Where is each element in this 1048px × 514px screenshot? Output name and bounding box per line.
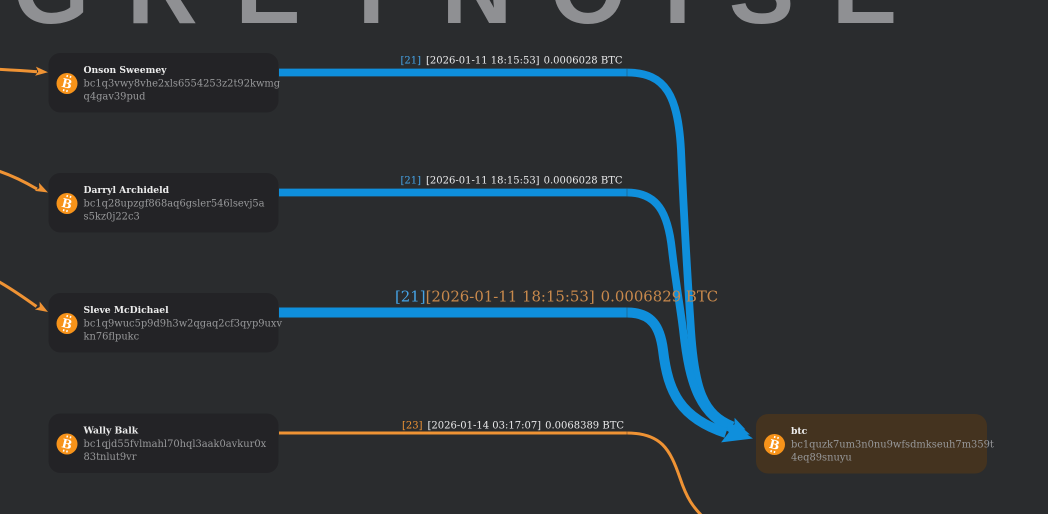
edge-2-label-timestamp: [2026-01-11 18:15:53] xyxy=(426,176,540,187)
bitcoin-icon-glyph: B xyxy=(60,316,73,332)
bitcoin-icon-circle xyxy=(56,313,78,334)
incoming-edge-2-arrowhead-icon xyxy=(34,182,48,193)
node-address-line2: 83tnlut9vr xyxy=(84,452,137,463)
node-address-line1: bc1qjd55fvlmahl70hql3aak0avkur0x xyxy=(84,439,267,450)
node-darryl-archideld[interactable]: B Darryl Archideld bc1q28upzgf868aq6gsle… xyxy=(48,173,279,233)
edge-4-label: [23] [2026-01-14 03:17:07]0.0068389 BTC xyxy=(402,421,624,432)
incoming-edge-1-line[interactable] xyxy=(0,67,38,74)
incoming-edge-2-line[interactable] xyxy=(0,169,38,191)
edge-1-line[interactable] xyxy=(279,68,735,430)
edge-layer xyxy=(0,66,753,514)
node-onson-sweemey[interactable]: B Onson Sweemey bc1q3vwy8vhe2xls6554253z… xyxy=(48,53,281,113)
edge-2-label: [21] [2026-01-11 18:15:53] 0.0006028 BTC xyxy=(401,176,623,187)
edge-3-label-amount: 0.0006829 BTC xyxy=(601,288,719,306)
node-address-line1: bc1q3vwy8vhe2xls6554253z2t92kwmg xyxy=(84,79,281,90)
edge-2-label-amount: 0.0006028 BTC xyxy=(544,176,623,187)
bitcoin-icon-circle xyxy=(764,434,785,455)
edge-3-label-ref: [21] xyxy=(395,288,426,306)
node-address-line1: bc1q9wuc5p9d9h3w2qgaq2cf3qyp9uxv xyxy=(84,319,283,330)
node-label: Onson Sweemey xyxy=(84,65,168,76)
edge-4-label-amount: 0.0068389 BTC xyxy=(545,421,624,432)
edge-4[interactable] xyxy=(279,431,704,514)
edge-3-arrowhead-icon xyxy=(721,420,753,443)
incoming-edge-3-arrowhead-icon xyxy=(34,301,48,312)
node-wally-balk[interactable]: B Wally Balk bc1qjd55fvlmahl70hql3aak0av… xyxy=(48,413,279,474)
node-address-line1: bc1quzk7um3n0nu9wfsdmkseuh7m359t xyxy=(791,440,994,451)
edge-4-label-timestamp: [2026-01-14 03:17:07] xyxy=(428,421,542,432)
node-card[interactable] xyxy=(48,413,279,474)
node-address-line2: kn76flpukc xyxy=(84,332,140,343)
edge-1-label-timestamp: [2026-01-11 18:15:53] xyxy=(426,56,540,67)
edge-4-line[interactable] xyxy=(279,431,704,514)
node-address-line2: q4gav39pud xyxy=(84,92,147,103)
node-address-line1: bc1q28upzgf868aq6gsler546lsevj5a xyxy=(84,199,265,210)
edge-3-label-timestamp: [2026-01-11 18:15:53] xyxy=(426,288,595,306)
node-address-line2: s5kz0j22c3 xyxy=(84,212,140,223)
edge-1-label-ref: [21] xyxy=(401,56,422,67)
bitcoin-icon: B xyxy=(56,193,78,214)
incoming-edge-3[interactable] xyxy=(0,279,48,312)
edge-2-label-ref: [21] xyxy=(401,176,422,187)
node-card[interactable] xyxy=(756,414,987,474)
incoming-edge-2[interactable] xyxy=(0,169,48,193)
edge-3-label-highlighted: [21][2026-01-11 18:15:53] 0.0006829 BTC xyxy=(395,288,718,306)
node-label: btc xyxy=(791,426,808,437)
watermark-text: GREYNOISE xyxy=(13,0,935,44)
edge-1-label-amount: 0.0006028 BTC xyxy=(544,56,623,67)
node-label: Darryl Archideld xyxy=(84,185,170,196)
node-address-line2: 4eq89snuyu xyxy=(791,453,852,464)
edge-4-label-ref: [23] xyxy=(402,421,423,432)
incoming-edge-1-arrowhead-icon xyxy=(35,66,48,76)
edge-1-label: [21] [2026-01-11 18:15:53] 0.0006028 BTC xyxy=(401,56,623,67)
node-card[interactable] xyxy=(48,173,279,233)
bitcoin-icon-glyph: B xyxy=(60,436,73,452)
bitcoin-icon: B xyxy=(56,73,78,94)
node-btc-selected[interactable]: B btc bc1quzk7um3n0nu9wfsdmkseuh7m359t 4… xyxy=(756,414,994,474)
edge-2-line[interactable] xyxy=(279,188,738,435)
bitcoin-icon-glyph: B xyxy=(60,196,73,212)
node-label: Wally Balk xyxy=(83,425,139,436)
bitcoin-icon: B xyxy=(56,433,78,455)
bitcoin-icon-circle xyxy=(56,433,78,455)
bitcoin-icon-glyph: B xyxy=(768,437,781,453)
edge-3-line[interactable] xyxy=(279,307,728,438)
bitcoin-icon: B xyxy=(56,313,78,334)
bitcoin-icon-circle xyxy=(56,73,78,94)
bitcoin-icon: B xyxy=(764,434,785,455)
edge-3-highlighted[interactable] xyxy=(279,307,753,443)
incoming-edge-3-line[interactable] xyxy=(0,279,38,308)
bitcoin-icon-glyph: B xyxy=(60,76,73,92)
node-label: Sleve McDichael xyxy=(84,305,170,316)
bitcoin-icon-circle xyxy=(56,193,78,214)
node-card[interactable] xyxy=(48,293,279,353)
node-sleve-mcdichael[interactable]: B Sleve McDichael bc1q9wuc5p9d9h3w2qgaq2… xyxy=(48,293,283,353)
incoming-edge-1[interactable] xyxy=(0,66,48,76)
node-card[interactable] xyxy=(48,53,279,113)
